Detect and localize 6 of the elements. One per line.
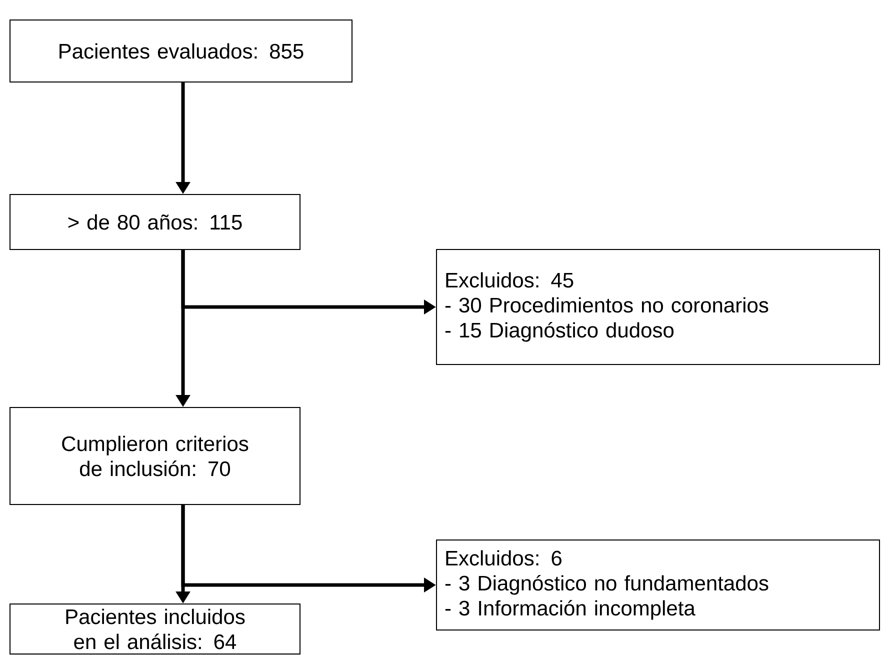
process-box: Pacientes evaluados: 855: [10, 20, 352, 82]
process-box: Cumplieron criterios de inclusión: 70: [10, 407, 300, 505]
exclusion-box: Excluidos: 45 - 30 Procedimientos no coronarios - 15 Diagnóstico dudoso: [436, 249, 880, 365]
exclusion-box: Excluidos: 6 - 3 Diagnóstico no fundamentados - 3 Información incompleta: [436, 540, 880, 630]
process-box: Pacientes incluidos en el análisis: 64: [10, 604, 300, 654]
process-box: > de 80 años: 115: [10, 194, 300, 250]
